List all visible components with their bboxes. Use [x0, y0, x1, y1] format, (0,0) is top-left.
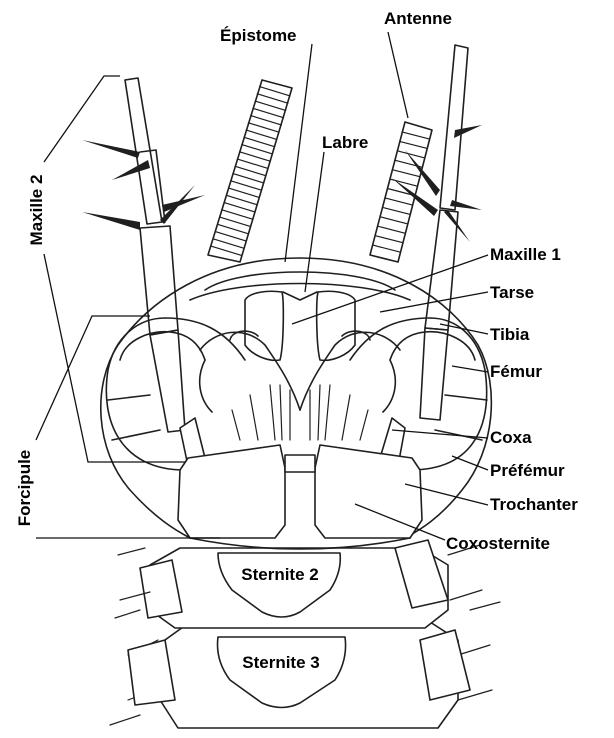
antenna-ring — [257, 94, 288, 103]
antenna-ring — [213, 239, 244, 248]
antenna-ring — [255, 101, 286, 110]
label-tibia: Tibia — [490, 325, 530, 344]
label-trochanter: Trochanter — [490, 495, 578, 514]
label-maxille1: Maxille 1 — [490, 245, 561, 264]
antenna-ring — [380, 217, 407, 224]
antenna-ring — [220, 217, 251, 226]
antenna-ring — [235, 166, 266, 175]
right-forcipule — [350, 318, 487, 470]
antenna-ring — [248, 123, 279, 132]
left-forcipule — [106, 318, 245, 470]
label-epistome: Épistome — [220, 26, 297, 45]
antenna-ring — [229, 188, 260, 197]
antenna-ring — [246, 130, 277, 139]
label-labre: Labre — [322, 133, 368, 152]
label-maxille2: Maxille 2 — [27, 175, 46, 246]
labre-maxille1 — [200, 291, 400, 440]
antenna-ring — [385, 198, 412, 205]
antenna-ring — [383, 207, 410, 214]
right-antenna — [370, 122, 432, 262]
antenna-ring — [224, 203, 255, 212]
antenna-ring — [237, 159, 268, 168]
label-tarse: Tarse — [490, 283, 534, 302]
antenna-ring — [215, 232, 246, 241]
antenna-ring — [378, 226, 405, 233]
antenna-ring — [240, 152, 271, 161]
antenna-ring — [231, 181, 262, 190]
label-sternite3: Sternite 3 — [242, 653, 319, 672]
antenna-ring — [226, 195, 257, 204]
antenna-ring — [390, 179, 417, 186]
antenna-ring — [373, 245, 400, 252]
antenna-ring — [400, 141, 427, 148]
label-forcipule: Forcipule — [15, 450, 34, 527]
antenna-ring — [253, 108, 284, 117]
label-antenne: Antenne — [384, 9, 452, 28]
label-femur: Fémur — [490, 362, 542, 381]
antenna-ring — [244, 137, 275, 146]
antenna-ring — [233, 174, 264, 183]
antenna-ring — [242, 145, 273, 154]
antenna-ring — [392, 170, 419, 177]
antenna-ring — [222, 210, 253, 219]
label-coxosternite: Coxosternite — [446, 534, 550, 553]
label-coxa: Coxa — [490, 428, 532, 447]
antenna-ring — [375, 236, 402, 243]
label-sternite2: Sternite 2 — [241, 565, 318, 584]
left-maxille2-palp — [82, 78, 205, 432]
left-antenna — [208, 80, 292, 262]
antenna-ring — [402, 132, 429, 139]
antenna-ring — [218, 224, 249, 233]
antenna-ring — [251, 116, 282, 125]
coxosternite — [178, 445, 422, 549]
label-prefemur: Préfémur — [490, 461, 565, 480]
antenna-ring — [260, 87, 291, 96]
antenna-ring — [211, 246, 242, 255]
